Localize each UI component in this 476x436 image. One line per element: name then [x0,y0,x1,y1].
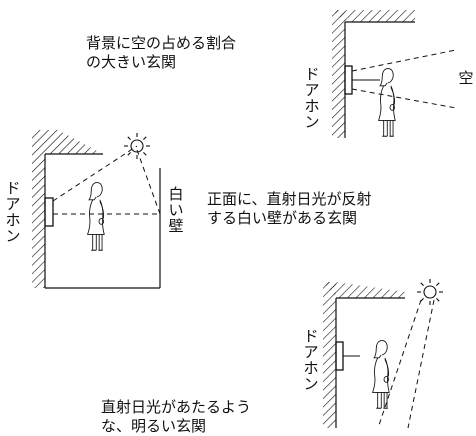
scene-sky-background [332,10,457,138]
label-doorphone-char: ホ [303,359,319,377]
label-doorphone-char: ア [304,81,320,99]
scene-direct-sunlight [323,278,444,429]
hatched-wall [32,130,45,288]
person-icon [87,182,105,251]
caption-direct-sunlight: 直射日光があたるよう な、明るい玄関 [101,398,252,435]
hatched-ceiling [323,282,405,298]
label-doorphone-char: ホ [304,97,320,115]
label-doorphone-char: ン [5,227,21,245]
label-white-wall-char: 白 [168,185,184,203]
label-doorphone-char: ド [304,65,320,83]
label-white-wall: 白 い 壁 [168,186,184,234]
hatched-ceiling [332,10,415,22]
caption-sky-background: 背景に空の占める割合 の大きい玄関 [86,34,237,71]
person-icon [378,68,396,137]
sun-icon [416,278,444,306]
label-doorphone-char: ア [5,195,21,213]
person-icon [372,340,390,409]
label-doorphone-char: ン [303,375,319,393]
label-doorphone: ド ア ホ ン [303,328,319,392]
label-white-wall-char: い [168,201,184,219]
hatched-ceiling [45,130,103,154]
label-doorphone-char: ア [303,343,319,361]
label-doorphone-char: ン [304,113,320,131]
doorphone-unit-icon [44,197,54,227]
hatched-wall [332,10,345,138]
caption-white-wall: 正面に、直射日光が反射 する白い壁がある玄関 [207,190,372,227]
label-doorphone-char: ホ [5,211,21,229]
label-doorphone-char: ド [303,327,319,345]
doorphone-unit-icon [344,65,353,95]
label-white-wall-char: 壁 [168,217,184,235]
label-doorphone: ド ア ホ ン [5,180,21,244]
doorphone-unit-icon [335,341,344,371]
hatched-wall [323,282,336,428]
label-sky: 空 [458,69,474,87]
label-doorphone: ド ア ホ ン [304,66,320,130]
scene-white-wall [32,130,161,289]
label-doorphone-char: ド [5,179,21,197]
